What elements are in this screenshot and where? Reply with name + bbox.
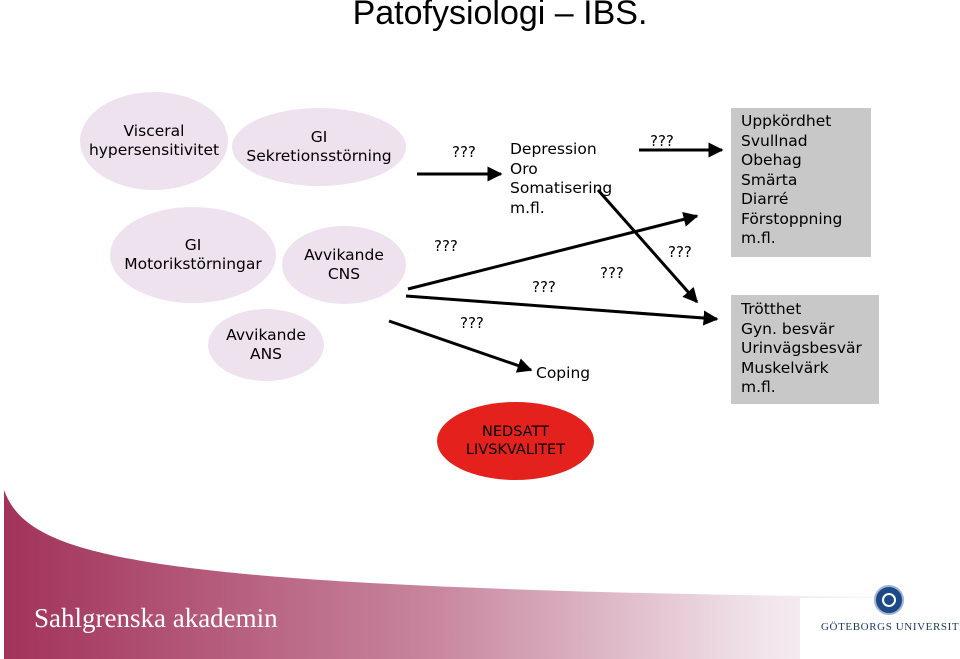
gi-secretion-label: GI Sekretionsstörning	[246, 128, 392, 165]
extra-symptom-item: Gyn. besvär	[741, 319, 835, 338]
slide-title: Patofysiologi – IBS.	[352, 0, 648, 32]
extra-symptoms-box: Trötthet Gyn. besvär Urinvägsbesvär Musk…	[731, 295, 879, 404]
cns-label: Avvikande CNS	[304, 246, 384, 283]
outcome-label: NEDSATT LIVSKVALITET	[465, 424, 566, 458]
unknown-mark: ???	[668, 243, 692, 261]
outcome-ellipse: NEDSATT LIVSKVALITET	[437, 402, 594, 480]
unknown-mark: ???	[452, 143, 476, 161]
ellipse-gi-secretion: GI Sekretionsstörning	[232, 108, 406, 186]
extra-symptom-item: Urinvägsbesvär	[741, 339, 862, 357]
coping-label: Coping	[536, 364, 591, 382]
sahlgrenska-brand: Sahlgrenska akademin	[34, 603, 278, 633]
extra-symptom-item: m.fl.	[741, 378, 776, 396]
ellipse-gi-motor: GI Motorikstörningar	[110, 207, 276, 303]
ellipse-visceral-hypersensitivity: Visceral hypersensitivitet	[80, 92, 228, 190]
arrow-cns-down	[405, 294, 719, 326]
gi-symptom-item: Obehag	[741, 151, 802, 169]
extra-symptom-item: Trötthet	[741, 300, 802, 318]
arrow-cns-up	[407, 212, 699, 291]
footer-swoosh	[4, 490, 960, 659]
visceral-label: Visceral hypersensitivitet	[88, 122, 220, 159]
gi-symptom-item: Smärta	[741, 170, 798, 189]
ans-label: Avvikande ANS	[226, 326, 306, 363]
arrow-psych-symptoms	[596, 189, 699, 304]
ellipse-cns: Avvikande CNS	[282, 226, 406, 304]
gi-symptom-item: Diarré	[741, 190, 789, 208]
unknown-mark: ???	[650, 132, 674, 150]
university-seal-icon	[874, 585, 904, 615]
psych-factors-text: Depression Oro Somatisering m.fl.	[510, 140, 613, 217]
gi-motor-label: GI Motorikstörningar	[124, 236, 262, 273]
unknown-mark: ???	[434, 237, 458, 255]
ellipse-ans: Avvikande ANS	[208, 309, 324, 381]
gi-symptom-item: Uppkördhet	[741, 112, 832, 130]
arrow-ans-coping	[388, 319, 533, 373]
extra-symptom-item: Muskelvärk	[741, 358, 829, 377]
gi-symptom-item: m.fl.	[741, 229, 776, 247]
unknown-mark: ???	[460, 314, 484, 332]
gi-symptoms-box: Uppkördhet Svullnad Obehag Smärta Diarré…	[731, 108, 871, 257]
unknown-mark: ???	[600, 264, 624, 282]
gi-symptom-item: Svullnad	[741, 131, 808, 150]
university-name: GÖTEBORGS UNIVERSITET	[821, 621, 960, 633]
unknown-mark: ???	[532, 278, 556, 296]
gi-symptom-item: Förstoppning	[741, 209, 843, 228]
